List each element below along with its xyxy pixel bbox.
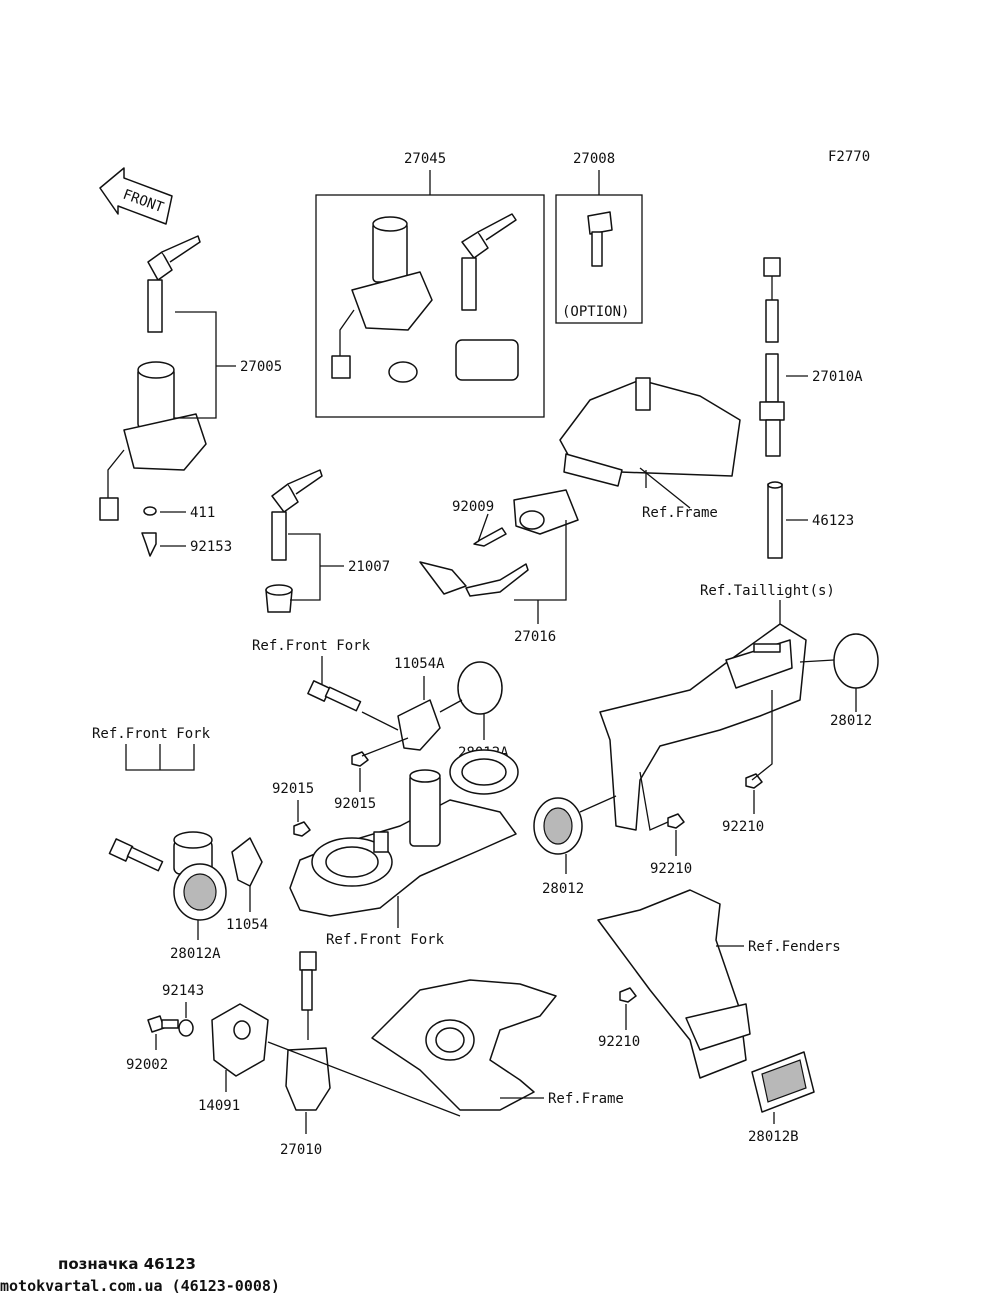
ref-front-fork-top: Ref.Front Fork: [252, 638, 371, 654]
ignition-switch-in-set: [331, 216, 433, 379]
switch-27010A: [759, 257, 785, 457]
reflector-28012B: [751, 1051, 815, 1113]
ref-fenders: Ref.Fenders: [748, 939, 841, 955]
part-14091-label: 14091: [198, 1098, 240, 1114]
part-28012-right-label: 28012: [830, 713, 872, 729]
keys-27016: [419, 561, 529, 597]
nut-92210-right: [745, 773, 763, 789]
ref-front-fork-left: Ref.Front Fork: [92, 726, 211, 742]
part-46123-label: 46123: [812, 513, 854, 529]
part-92009-label: 92009: [452, 499, 494, 515]
reflector-28012A-top: [457, 661, 503, 715]
cover-14091: [211, 1003, 269, 1077]
taillight-bracket: [599, 623, 807, 831]
switch-27010: [285, 951, 331, 1111]
part-92015-left-label: 92015: [334, 796, 376, 812]
bracket-11054: [231, 837, 263, 887]
screw-92009: [473, 527, 507, 547]
ref-frame-top: Ref.Frame: [642, 505, 718, 521]
frame-lower: [371, 979, 557, 1111]
part-92210-low-label: 92210: [598, 1034, 640, 1050]
reflector-28012-right: [833, 633, 879, 689]
part-92002-label: 92002: [126, 1057, 168, 1073]
part-27010A-label: 27010A: [812, 369, 863, 385]
key-set-21007: [265, 469, 323, 613]
ref-front-fork-bottom: Ref.Front Fork: [326, 932, 445, 948]
reflector-28012-mid: [533, 797, 583, 855]
ignition-set-box: [315, 194, 545, 418]
footer-caption: позначка 46123: [58, 1255, 196, 1273]
ignition-switch-left: [99, 235, 207, 557]
triple-clamp: [289, 749, 519, 917]
footer-source: motokvartal.com.ua (46123-0008): [0, 1277, 280, 1295]
part-27016-label: 27016: [514, 629, 556, 645]
bolt-92002: [147, 1015, 179, 1033]
seat-lock-in-set: [455, 339, 519, 381]
part-11054A-label: 11054A: [394, 656, 445, 672]
bolt-front-fork-top: [307, 680, 362, 712]
part-92153-label: 92153: [190, 539, 232, 555]
ref-frame-bottom: Ref.Frame: [548, 1091, 624, 1107]
front-arrow-icon: FRONT: [99, 167, 173, 225]
washer-92143: [178, 1019, 194, 1037]
seat-cylinder-in-set: [388, 361, 418, 383]
part-11054-label: 11054: [226, 917, 268, 933]
bolt-front-fork-left: [108, 838, 164, 872]
part-28012B-label: 28012B: [748, 1129, 799, 1145]
frame-bracket-top: [559, 377, 741, 488]
key-blank-icon: [587, 211, 613, 267]
part-28012A-bottom-label: 28012A: [170, 946, 221, 962]
nut-92015-right: [293, 821, 311, 837]
reflector-28012A-bottom: [173, 863, 227, 921]
part-92015-top-label: 92015: [272, 781, 314, 797]
part-27008-label: 27008: [573, 151, 615, 167]
pin-46123: [767, 481, 783, 559]
fender-bracket: [597, 889, 751, 1079]
nut-92210-mid: [667, 813, 685, 829]
part-92210-right-label: 92210: [722, 819, 764, 835]
nut-92210-low: [619, 987, 637, 1003]
part-92143-label: 92143: [162, 983, 204, 999]
part-27045-label: 27045: [404, 151, 446, 167]
part-27010-label: 27010: [280, 1142, 322, 1158]
seat-lock-27016: [513, 489, 579, 535]
part-21007-label: 21007: [348, 559, 390, 575]
bracket-11054A: [397, 699, 441, 751]
part-92210-mid-label: 92210: [650, 861, 692, 877]
key-in-set: [461, 213, 517, 311]
ref-taillights: Ref.Taillight(s): [700, 583, 835, 599]
figure-code: F2770: [828, 149, 870, 165]
option-label: (OPTION): [562, 304, 629, 320]
part-28012-mid-label: 28012: [542, 881, 584, 897]
part-27005-label: 27005: [240, 359, 282, 375]
part-411-label: 411: [190, 505, 215, 521]
